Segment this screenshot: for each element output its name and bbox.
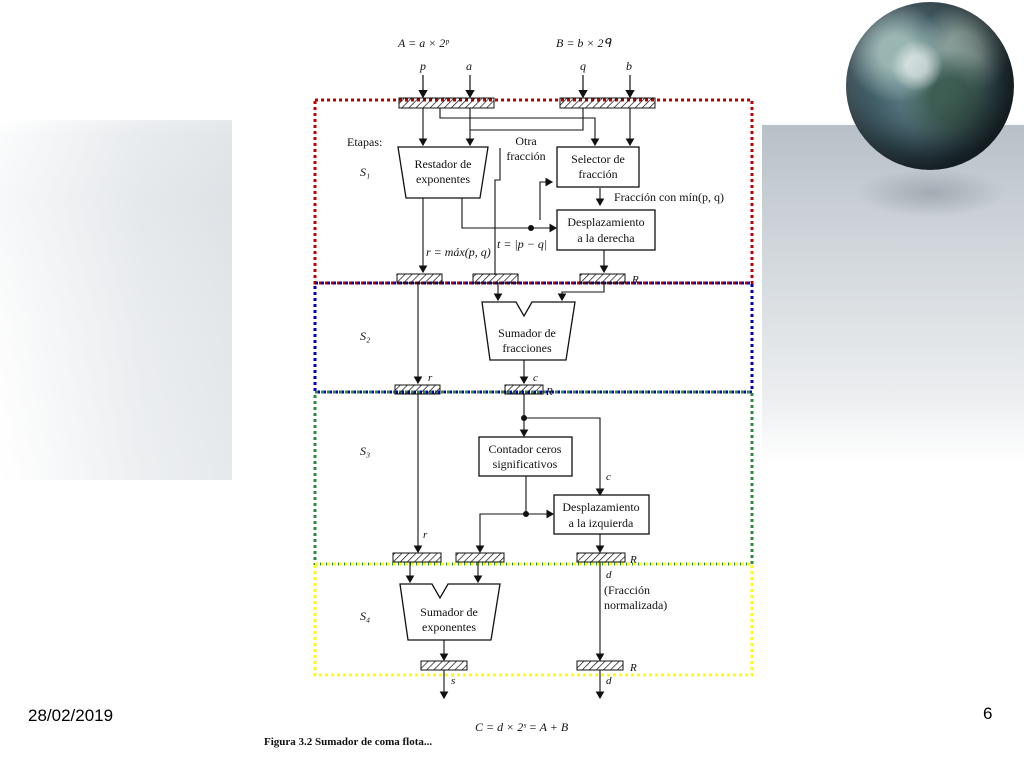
contador-label-1: Contador ceros: [489, 442, 562, 456]
restador-exponentes-block: [397, 146, 489, 199]
desp-der-label-2: a la derecha: [577, 231, 635, 245]
input-label-a: a: [466, 59, 472, 73]
stage4-border: [313, 562, 754, 677]
slide-number: 6: [983, 704, 993, 723]
register-input-b: [559, 97, 656, 109]
contador-label-2: significativos: [493, 457, 558, 471]
desplazamiento-derecha-block: [556, 209, 656, 251]
input-label-b: b: [626, 59, 632, 73]
sumexp-label-1: Sumador de: [420, 605, 478, 619]
r-max-label: r = máx(p, q): [426, 245, 491, 259]
stage-label-s1: S₁: [360, 165, 370, 179]
signal-R-s1: R: [631, 274, 639, 286]
register-s1-r: [396, 273, 443, 284]
restador-label-2: exponentes: [416, 172, 470, 186]
fraccion-min-label: Fracción con mín(p, q): [614, 190, 724, 204]
signal-c-s2: c: [533, 372, 538, 384]
signal-R-s4: R: [629, 662, 637, 674]
selector-label-2: fracción: [578, 167, 617, 181]
slide-date: 28/02/2019: [28, 706, 114, 725]
register-s3-d: [576, 552, 626, 563]
formula-a: A = a × 2ᵖ: [397, 36, 449, 50]
signal-d-output: d: [606, 675, 612, 687]
input-label-q: q: [580, 59, 586, 73]
formula-b: B = b × 2ᑫ: [556, 36, 613, 50]
signal-s-output: s: [451, 675, 455, 687]
otra-fraccion-label-1: Otra: [515, 134, 537, 148]
desp-izq-label-1: Desplazamiento: [562, 500, 639, 514]
t-diff-label: t = |p − q|: [497, 237, 547, 251]
restador-label-1: Restador de: [415, 157, 472, 171]
desp-izq-label-2: a la izquierda: [569, 516, 634, 530]
sumador-fracciones-block: [481, 301, 576, 361]
register-s4-s: [420, 660, 468, 671]
register-s3-count: [455, 552, 505, 563]
frac-norm-label-1: (Fracción: [604, 583, 650, 597]
sumfrac-label-1: Sumador de: [498, 326, 556, 340]
register-s3-r: [392, 552, 442, 563]
frac-norm-label-2: normalizada): [604, 598, 667, 612]
stage1-border: [313, 98, 754, 285]
register-s2-c: [504, 384, 544, 395]
stage-label-s3: S₃: [360, 444, 370, 458]
signal-R-s2: R: [545, 386, 553, 398]
register-s1-other: [472, 273, 519, 284]
signal-r-s2: r: [428, 372, 433, 384]
stage-label-s4: S₄: [360, 609, 370, 623]
junction-dot: [523, 511, 529, 517]
junction-dot: [528, 225, 534, 231]
sumador-exponentes-block: [399, 583, 501, 641]
figure-caption: Figura 3.2 Sumador de coma flota...: [264, 736, 433, 748]
desplazamiento-izquierda-block: [553, 494, 650, 535]
selector-fraccion-block: [556, 146, 640, 188]
otra-fraccion-label-2: fracción: [506, 149, 545, 163]
signal-d-s4: d: [606, 569, 612, 581]
register-s2-r: [394, 384, 441, 395]
globe-reflection: [856, 168, 1006, 218]
contador-ceros-block: [478, 436, 573, 477]
globe-image: [846, 2, 1014, 170]
desp-der-label-1: Desplazamiento: [567, 215, 644, 229]
sumexp-label-2: exponentes: [422, 620, 476, 634]
output-formula: C = d × 2ˢ = A + B: [475, 720, 569, 734]
background-gradient-right: [755, 125, 1024, 465]
selector-label-1: Selector de: [571, 152, 625, 166]
signal-c-s3: c: [606, 471, 611, 483]
stages-header: Etapas:: [347, 135, 382, 149]
input-label-p: p: [419, 59, 426, 73]
signal-r-s3: r: [423, 529, 428, 541]
register-s4-d: [576, 660, 624, 671]
stage-label-s2: S₂: [360, 329, 370, 343]
junction-dot: [521, 415, 527, 421]
register-s1-shifted: [579, 273, 626, 284]
figure-panel: [232, 0, 762, 768]
register-input-a: [398, 97, 495, 109]
sumfrac-label-2: fracciones: [502, 341, 552, 355]
signal-R-s3: R: [629, 554, 637, 566]
